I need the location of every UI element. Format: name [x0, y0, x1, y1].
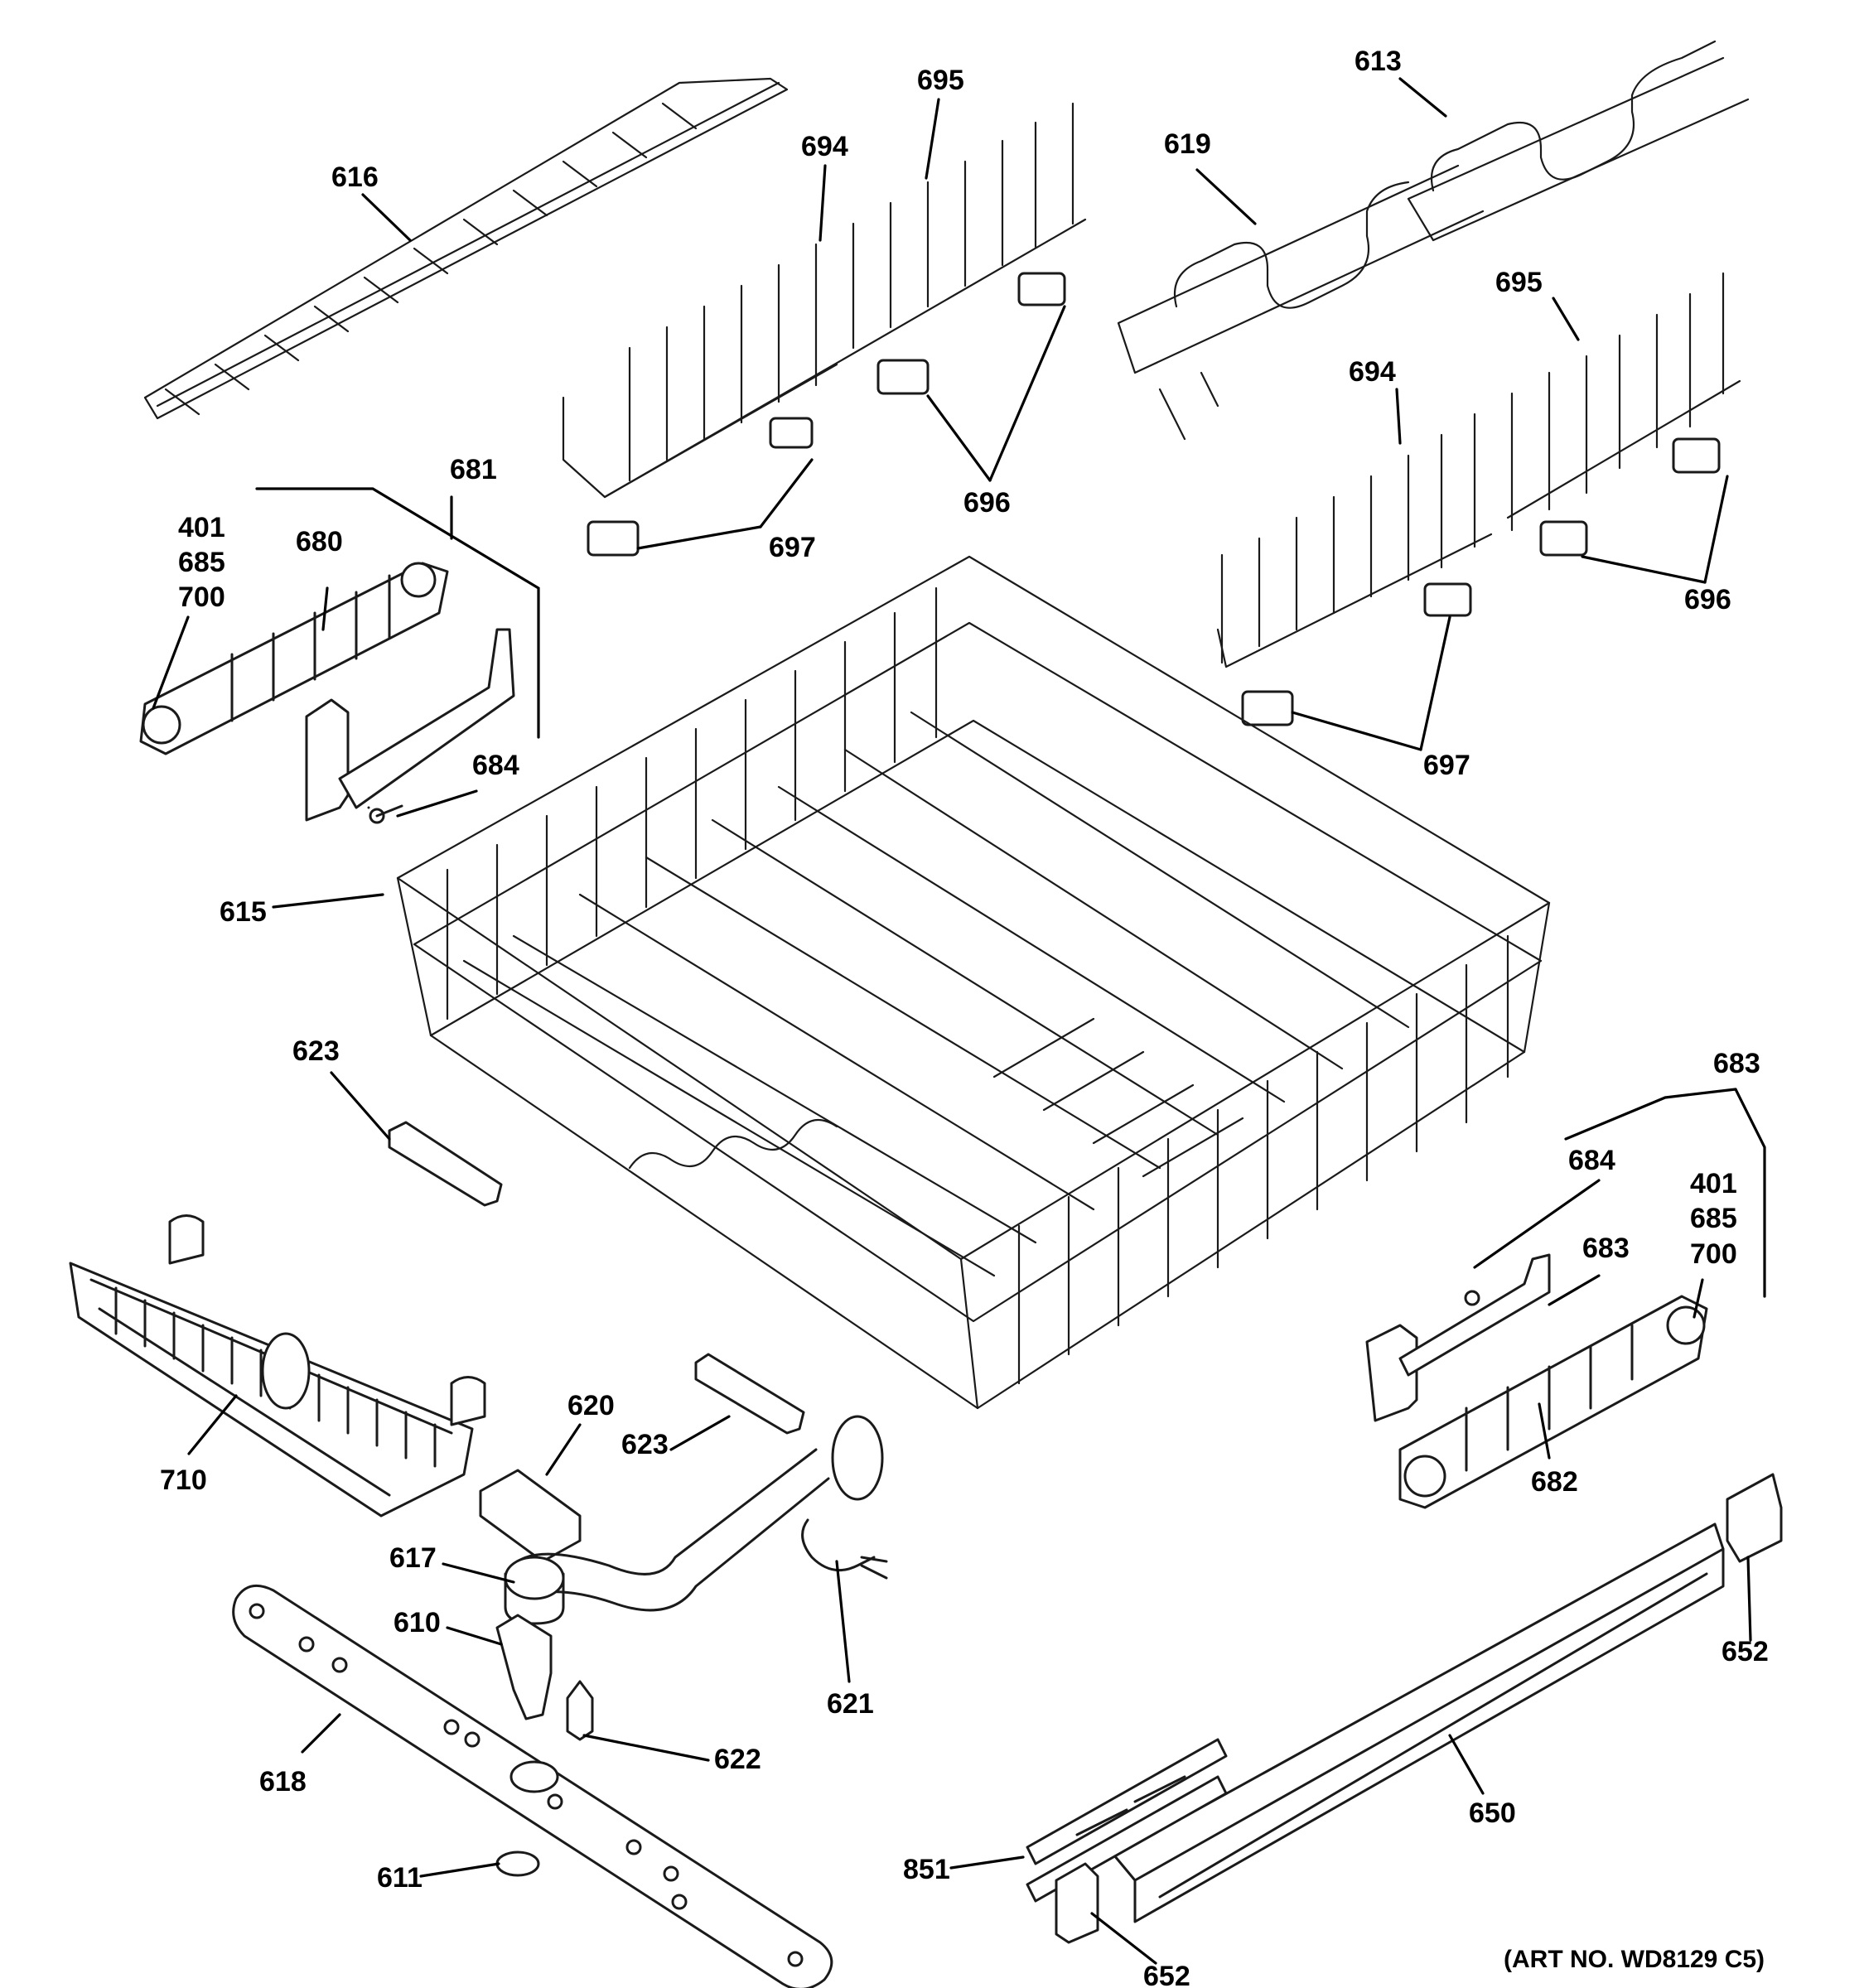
part-615-upper-rack [396, 555, 1551, 1410]
part-621-clamp [801, 1518, 888, 1580]
label-401-left: 401 [178, 512, 225, 543]
label-650: 650 [1469, 1797, 1516, 1829]
label-697-left: 697 [769, 532, 816, 563]
label-652-upper: 652 [1722, 1636, 1769, 1667]
label-684-right: 684 [1568, 1145, 1615, 1176]
label-694-left: 694 [801, 131, 848, 162]
part-619-cup-rack [1117, 164, 1485, 441]
label-618: 618 [259, 1766, 307, 1797]
label-620: 620 [567, 1390, 615, 1421]
label-613: 613 [1355, 46, 1402, 77]
label-710: 710 [160, 1464, 207, 1496]
label-696-left: 696 [963, 487, 1011, 519]
label-621: 621 [827, 1688, 874, 1720]
label-680: 680 [296, 526, 343, 557]
part-610-hub [495, 1614, 553, 1720]
part-694-695-tine-row-right [1216, 272, 1741, 726]
part-623-clip-upper [388, 1121, 503, 1207]
label-615: 615 [220, 896, 267, 928]
label-700-right: 700 [1690, 1238, 1737, 1270]
callout-labels: 616 695 694 613 619 695 694 681 401 685 … [160, 46, 1769, 1988]
part-623-clip-lower [694, 1353, 805, 1435]
part-617-spray-arm-manifold [504, 1415, 884, 1625]
label-610: 610 [394, 1607, 441, 1638]
tine-clip-696a [876, 272, 1066, 395]
label-685-right: 685 [1690, 1203, 1737, 1234]
part-694-695-tine-row-left [562, 102, 1087, 557]
label-683-top: 683 [1713, 1048, 1760, 1079]
part-680-681-left-rail [139, 562, 515, 824]
part-652-rail-cap-upper [1726, 1473, 1783, 1563]
tine-clip-697a [587, 417, 814, 557]
part-613-cup-rack [1407, 40, 1750, 242]
label-623-lower: 623 [621, 1429, 669, 1460]
part-682-683-right-rail [1365, 1253, 1708, 1509]
part-618-lower-spray-arm [232, 1584, 833, 1988]
label-684-left: 684 [472, 750, 519, 781]
label-681: 681 [450, 454, 497, 485]
part-710-silverware-basket [69, 1214, 486, 1518]
label-617: 617 [389, 1542, 437, 1574]
part-611-washer [495, 1850, 540, 1877]
label-696-right: 696 [1684, 584, 1731, 615]
label-695-left: 695 [917, 65, 964, 96]
label-851: 851 [903, 1854, 950, 1885]
part-616-cup-shelf [143, 77, 789, 420]
label-401-right: 401 [1690, 1168, 1737, 1199]
label-683-bracket: 683 [1582, 1233, 1630, 1264]
part-620-bracket [479, 1469, 582, 1563]
label-616: 616 [331, 162, 379, 193]
label-619: 619 [1164, 128, 1211, 160]
label-694-right: 694 [1349, 356, 1396, 388]
label-611: 611 [377, 1862, 423, 1894]
label-700-left: 700 [178, 581, 225, 613]
part-650-slide-rail [1113, 1522, 1725, 1923]
tine-clip-697b [1241, 582, 1472, 726]
label-623-upper: 623 [292, 1035, 340, 1067]
label-697-right: 697 [1423, 750, 1470, 781]
leader-lines [152, 77, 1766, 1965]
label-695-right: 695 [1495, 267, 1543, 298]
label-652-lower: 652 [1143, 1961, 1190, 1988]
label-682: 682 [1531, 1466, 1578, 1498]
part-622-screw [566, 1680, 594, 1741]
label-622: 622 [714, 1744, 761, 1775]
part-652-rail-cap-lower [1055, 1862, 1099, 1944]
label-685-left: 685 [178, 547, 225, 578]
art-number: (ART NO. WD8129 C5) [1504, 1946, 1765, 1973]
tine-clip-696b [1539, 437, 1721, 557]
